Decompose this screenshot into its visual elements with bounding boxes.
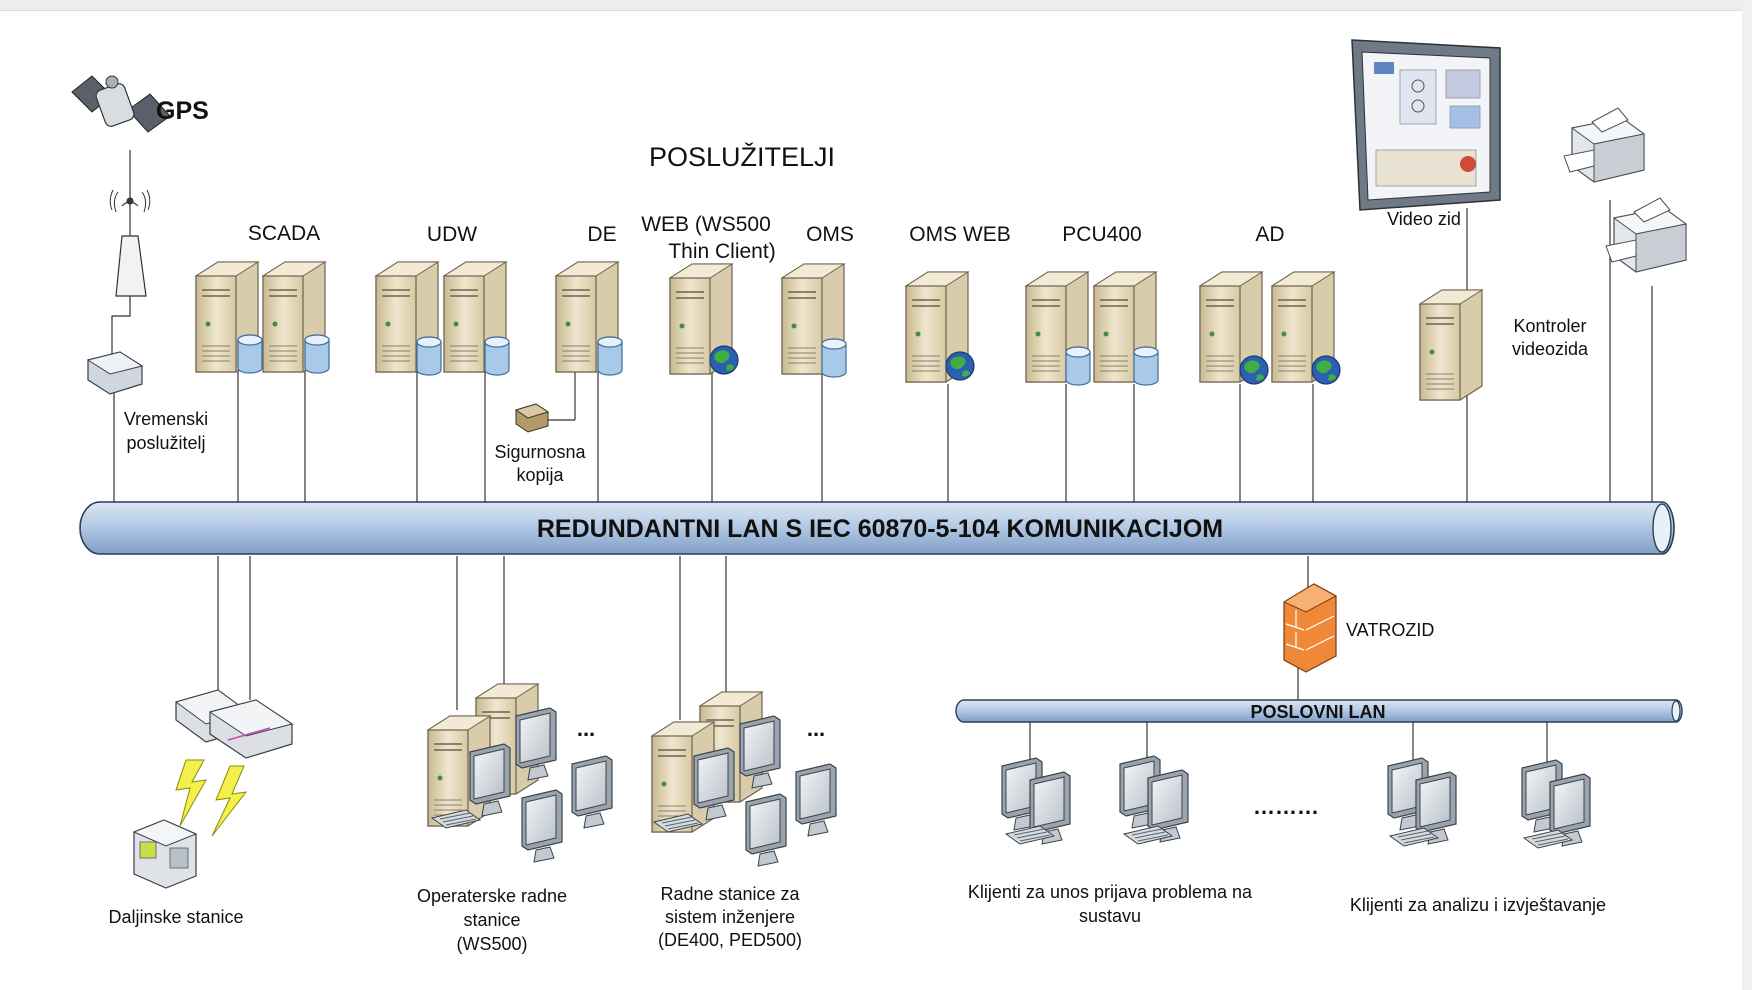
database-icon [416,336,442,376]
printer-icon [1563,107,1645,183]
antenna-icon [109,189,151,297]
oms-server-group [781,263,847,378]
rtu-device-icon [132,819,198,889]
globe-icon [1239,355,1269,385]
server-label-scada: SCADA [248,222,320,245]
engineer-ws-label-line2: sistem inženjere [665,907,795,927]
monitor-icon [745,793,787,867]
operator-ellipsis: ... [577,716,595,741]
clients-ellipsis: ……… [1253,794,1319,819]
time-server-label-line2: poslužitelj [126,433,205,453]
udw-server-group [375,261,510,376]
engineer-ws-label-line1: Radne stanice za [660,884,800,904]
scada-server-group [195,261,330,374]
server-label-oms: OMS [806,223,854,246]
video-controller-server-icon [1419,289,1483,401]
business-lan-pipe [955,699,1683,723]
monitor-icon [795,763,837,837]
main-lan-label: REDUNDANTNI LAN S IEC 60870-5-104 KOMUNI… [537,515,1223,543]
database-icon [821,338,847,378]
database-icon [597,336,623,376]
oms-web-server-group [905,271,975,383]
database-icon [1065,346,1091,386]
backup-drive-icon [514,403,550,433]
client-workstation-icon [1387,757,1457,847]
time-server-label-line1: Vremenski [124,409,208,429]
clients-analysis-label: Klijenti za analizu i izvještavanje [1350,895,1606,915]
database-icon [237,334,263,374]
top-frame-bar [0,0,1752,11]
ad-server-group [1199,271,1341,385]
client-workstation-icon [1001,757,1071,845]
video-controller-label-line2: videozida [1512,339,1589,359]
remote-stations-label: Daljinske stanice [108,907,243,927]
client-workstation-icon [1119,755,1189,845]
remote-station-router-icon [174,689,294,759]
main-lan-pipe [79,501,1675,555]
backup-label-line1: Sigurnosna [494,442,586,462]
client-workstation-icon [1521,759,1591,849]
clients-problem-label-line2: sustavu [1079,906,1141,926]
database-icon [304,334,330,374]
video-wall-icon [1351,39,1501,211]
firewall-label: VATROZID [1346,620,1434,640]
operator-ws-label-line3: (WS500) [456,934,527,954]
globe-icon [1311,355,1341,385]
server-label-web-line2: Thin Client) [668,240,775,263]
time-server-icon [86,351,144,395]
server-label-web-line1: WEB (WS500 [641,213,771,236]
lightning-icon [175,759,248,837]
video-controller-server-group [1419,289,1483,401]
operator-ws-label-line2: stanice [463,910,520,930]
server-label-pcu400: PCU400 [1062,223,1141,246]
right-frame-bar [1742,0,1752,990]
web-server-group [669,263,739,375]
operator-ws-label-line1: Operaterske radne [417,886,567,906]
printer-icon [1605,197,1687,273]
globe-icon [709,345,739,375]
database-icon [484,336,510,376]
video-wall-label: Video zid [1387,209,1461,229]
server-connection-lines [111,150,1653,762]
clients-problem-label-line1: Klijenti za unos prijava problema na [968,882,1253,902]
monitor-icon [571,755,613,829]
business-lan-label: POSLOVNI LAN [1250,702,1385,722]
server-label-ad: AD [1255,223,1284,246]
gps-satellite-icon [71,75,171,133]
engineer-ws-label-line3: (DE400, PED500) [658,930,802,950]
server-label-de: DE [587,223,616,246]
diagram-title: POSLUŽITELJI [649,141,835,172]
server-label-oms-web: OMS WEB [909,223,1011,246]
pcu400-server-group [1025,271,1159,386]
globe-icon [945,351,975,381]
server-label-udw: UDW [427,223,477,246]
monitor-icon [521,789,563,863]
operator-workstations-icon [427,683,613,863]
gps-label: GPS [156,97,209,125]
de-server-group [555,261,623,376]
database-icon [1133,346,1159,386]
backup-label-line2: kopija [516,465,564,485]
video-controller-label-line1: Kontroler [1513,316,1586,336]
engineer-ellipsis: ... [807,716,825,741]
firewall-icon [1282,583,1338,673]
